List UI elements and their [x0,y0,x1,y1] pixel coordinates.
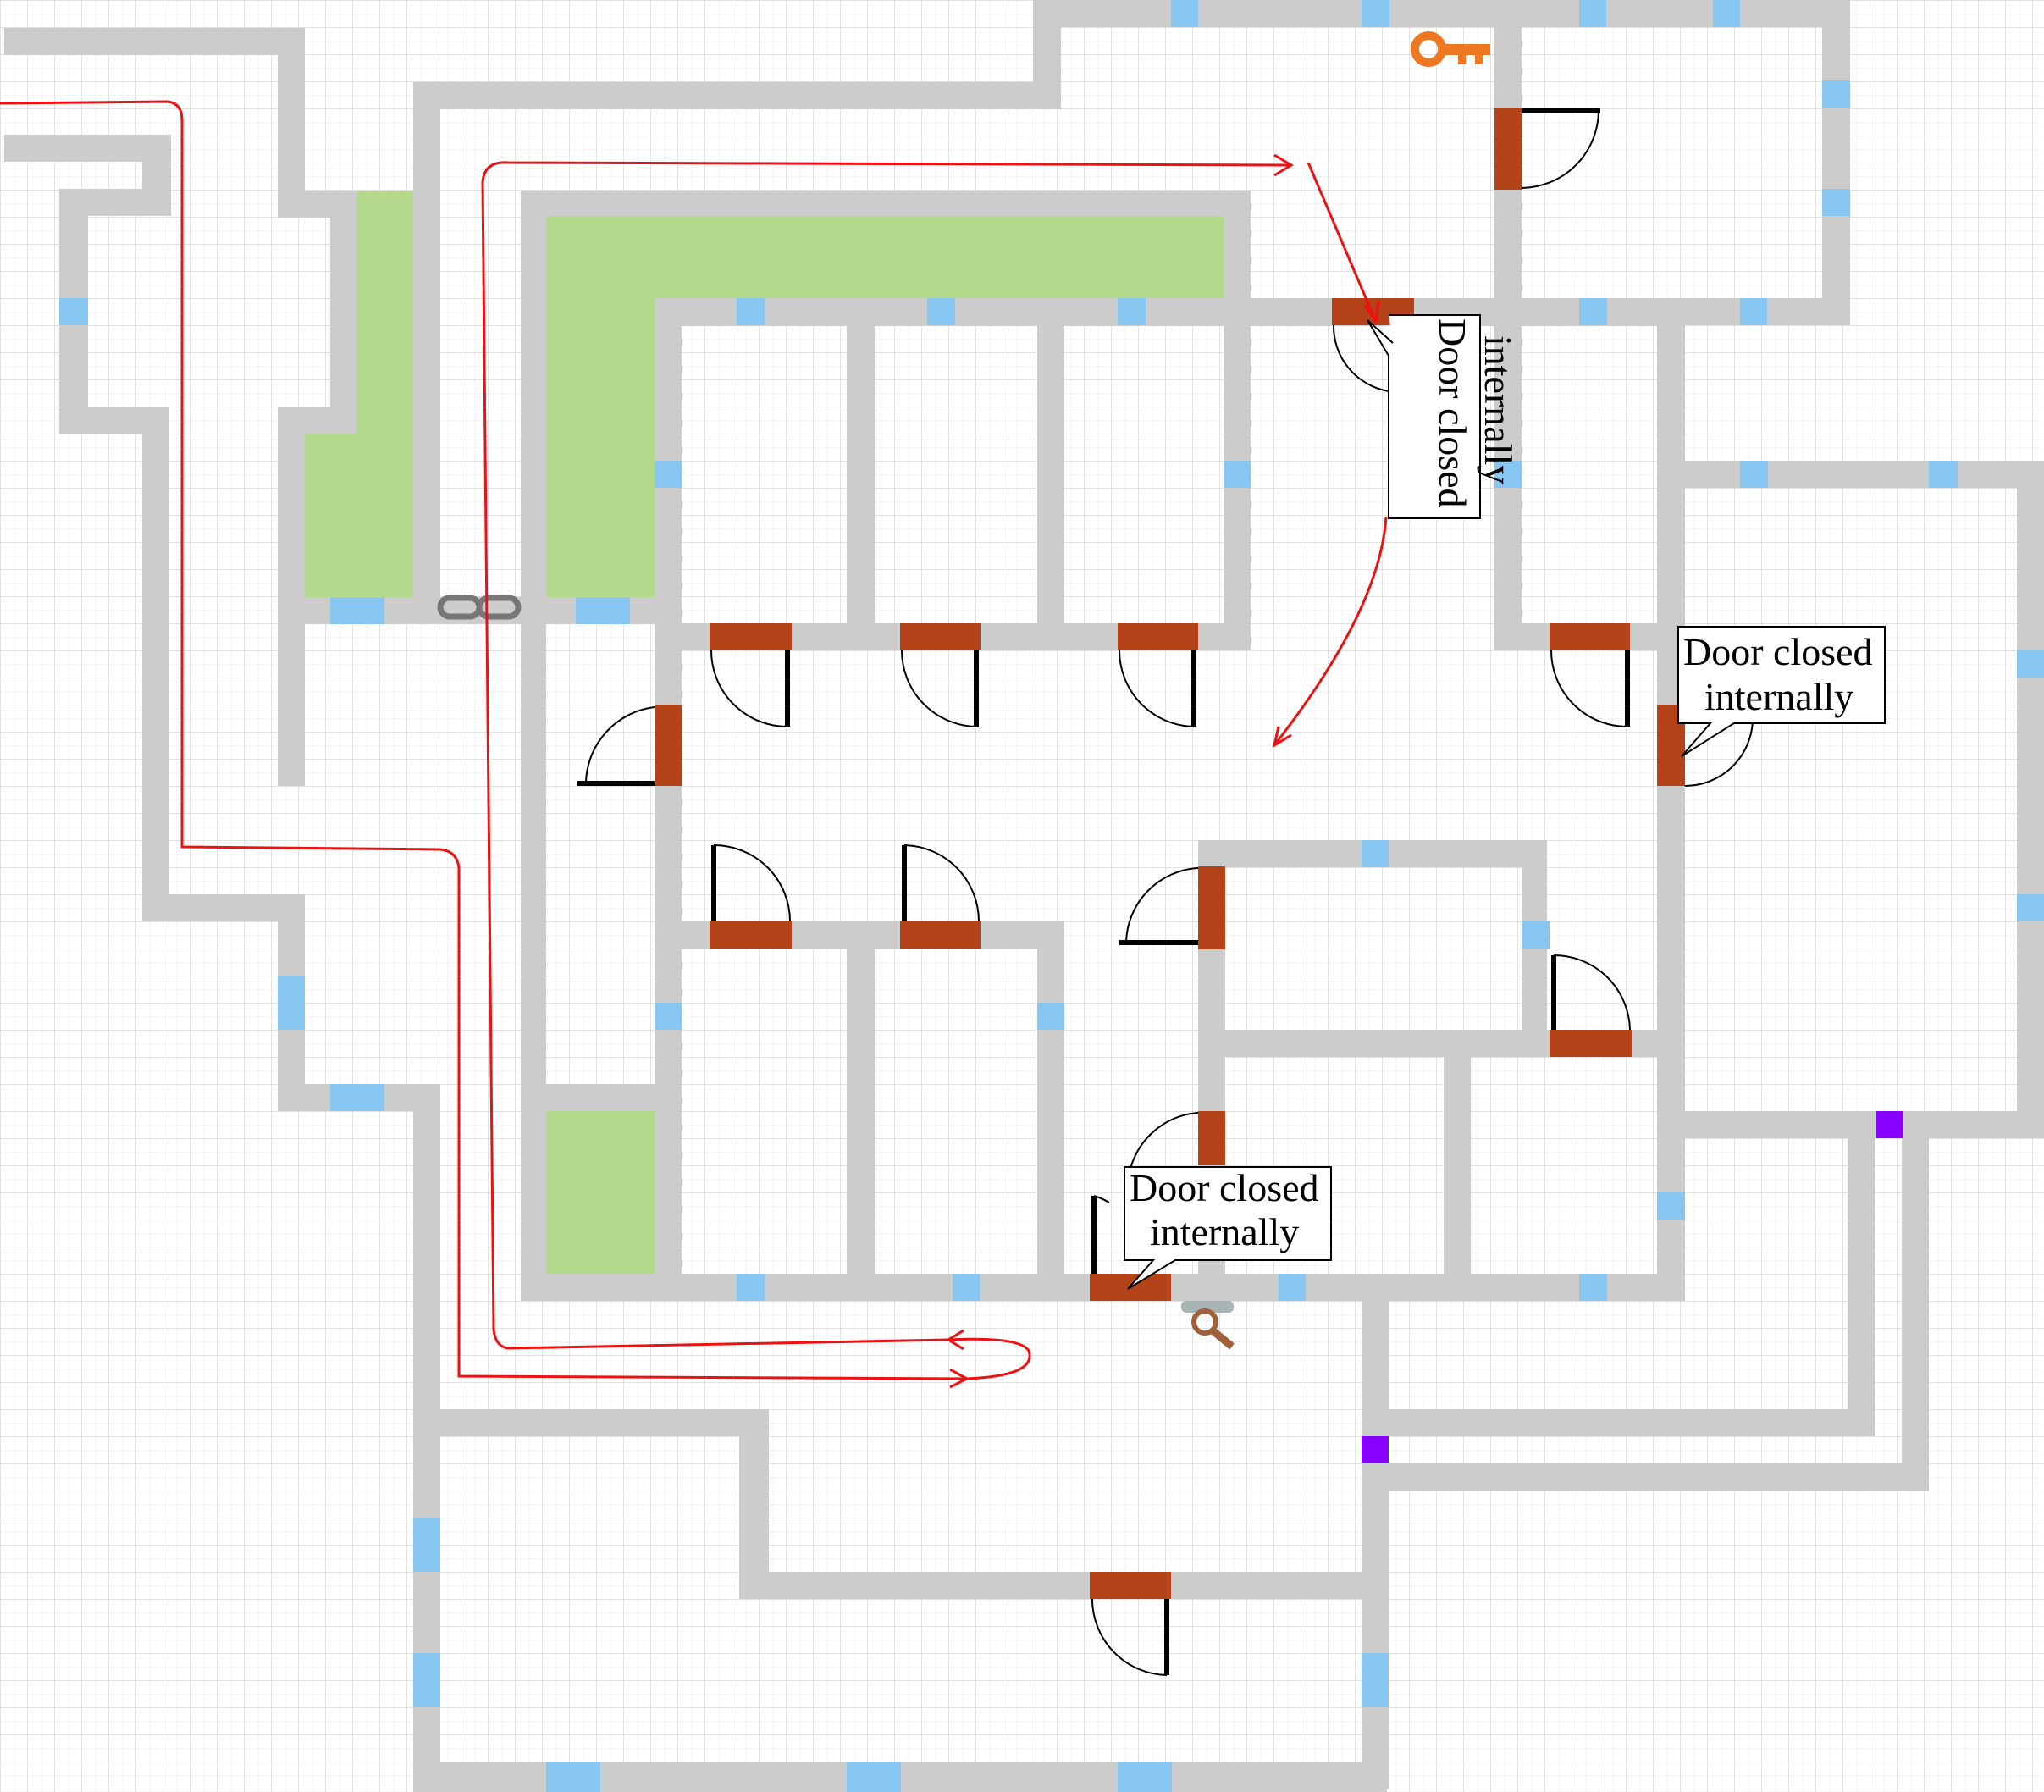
door-lower-entrance [1090,1195,1171,1301]
door-room-5 [710,844,792,949]
callout-line-1: Door closed [1683,630,1873,673]
portal-marker-icon [1876,1111,1903,1138]
door-room-2 [900,623,981,727]
portal-markers [1362,1111,1903,1463]
door-room-6 [900,844,981,949]
door-east-hall [1657,705,1754,787]
door-top-right-room [1494,108,1600,190]
portal-marker-icon [1362,1436,1389,1463]
door-room-1 [710,623,792,727]
chain-link-icon[interactable] [437,595,522,620]
door-room-4 [1550,623,1630,727]
route-arrow-diagonal [1307,162,1378,323]
route-arrow-inner [481,161,1292,1350]
door-room-3 [1118,623,1198,727]
callout-line-2: internally [1704,675,1853,718]
callout-door-closed-east: Door closed internally [1677,626,1886,757]
route-arrow-loop [947,1337,1031,1380]
callout-door-closed-vertical: Door closed internally [1367,314,1520,519]
windows [59,0,2044,1792]
callout-door-closed-south: Door closed internally [1124,1166,1332,1290]
key-icon[interactable] [1411,31,1490,67]
route-arrows [0,100,1388,1389]
door-west-hall [577,705,682,786]
magnifier-icon[interactable] [1181,1301,1235,1350]
grass-areas [305,191,1224,1275]
door-lower-hall [1130,1111,1225,1170]
route-arrow-curve [1273,516,1388,746]
doors [577,108,1754,1676]
callout-line-2: internally [1477,335,1520,484]
callout-line-1: Door closed [1130,1166,1319,1209]
door-center-room [1119,866,1225,949]
callout-line-2: internally [1150,1210,1299,1253]
callout-line-1: Door closed [1431,318,1474,508]
door-south-room [1090,1572,1171,1676]
route-arrow-outer [0,100,966,1380]
door-right-room [1550,954,1632,1057]
